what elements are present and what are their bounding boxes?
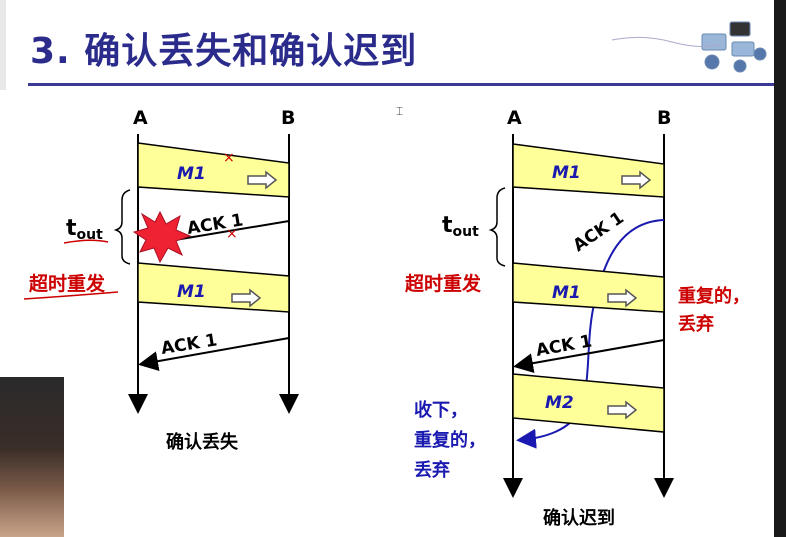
right-duplicate-line-1: 重复的， — [678, 285, 750, 307]
right-duplicate-line-2: 丢弃 — [678, 313, 714, 335]
left-m1-box — [137, 142, 290, 198]
left-host-a-label: A — [133, 107, 148, 129]
text-cursor-icon: ⌶ — [396, 104, 404, 118]
left-ack-ok-label: ACK 1 — [160, 330, 219, 359]
right-retransmit-label: 超时重发 — [404, 272, 482, 295]
right-caption: 确认迟到 — [543, 507, 615, 529]
left-m1-again-label: M1 — [177, 282, 206, 302]
right-ack2-label: ACK 1 — [534, 331, 593, 361]
right-receive-line-1: 收下， — [414, 399, 468, 421]
right-m1-label: M1 — [552, 163, 581, 183]
left-ack-lost-line — [174, 220, 290, 241]
webcam-overlay — [0, 377, 64, 537]
right-diagram: A B M1 tout 超时重发 ACK 1 M1 重复的， 丢弃 ACK 1 — [404, 107, 750, 529]
left-ack-ok-line — [138, 337, 290, 372]
loss-explosion-icon — [132, 210, 192, 264]
right-receive-line-3: 丢弃 — [414, 459, 450, 481]
title-underline — [28, 83, 774, 86]
right-m2-box — [512, 373, 665, 433]
right-m2-label: M2 — [545, 393, 574, 413]
right-m1-again-label: M1 — [552, 283, 581, 303]
network-logo-icon — [611, 21, 767, 73]
right-receive-line-2: 重复的， — [414, 429, 486, 451]
right-tout-brace — [488, 187, 506, 267]
left-m1-label: M1 — [177, 164, 206, 184]
right-ack2-line — [513, 339, 665, 374]
left-ack-mark-icon: × — [226, 226, 238, 242]
left-caption: 确认丢失 — [166, 431, 239, 453]
right-late-ack-label: ACK 1 — [570, 208, 628, 256]
right-tout-label: tout — [442, 213, 479, 240]
left-tout-underline — [63, 239, 109, 244]
right-late-ack-curve — [516, 219, 665, 449]
left-tout-brace — [113, 189, 131, 265]
right-host-a-label: A — [507, 107, 522, 129]
right-m1-again-box — [512, 262, 665, 313]
left-host-b-label: B — [281, 107, 295, 129]
left-tout-label: tout — [66, 216, 103, 243]
left-retransmit-underline — [23, 291, 119, 300]
window-edge-right — [774, 0, 786, 537]
left-m1-mark-icon: × — [223, 150, 235, 166]
slide-title: 3. 确认丢失和确认迟到 — [30, 31, 418, 72]
left-retransmit-label: 超时重发 — [28, 272, 106, 295]
left-diagram: A B M1 × ACK 1 × tout 超时重发 M1 — [23, 107, 299, 453]
right-m1-box — [512, 143, 665, 198]
right-host-b-label: B — [657, 107, 671, 129]
left-m1-again-box — [137, 262, 290, 313]
window-edge — [0, 0, 6, 90]
